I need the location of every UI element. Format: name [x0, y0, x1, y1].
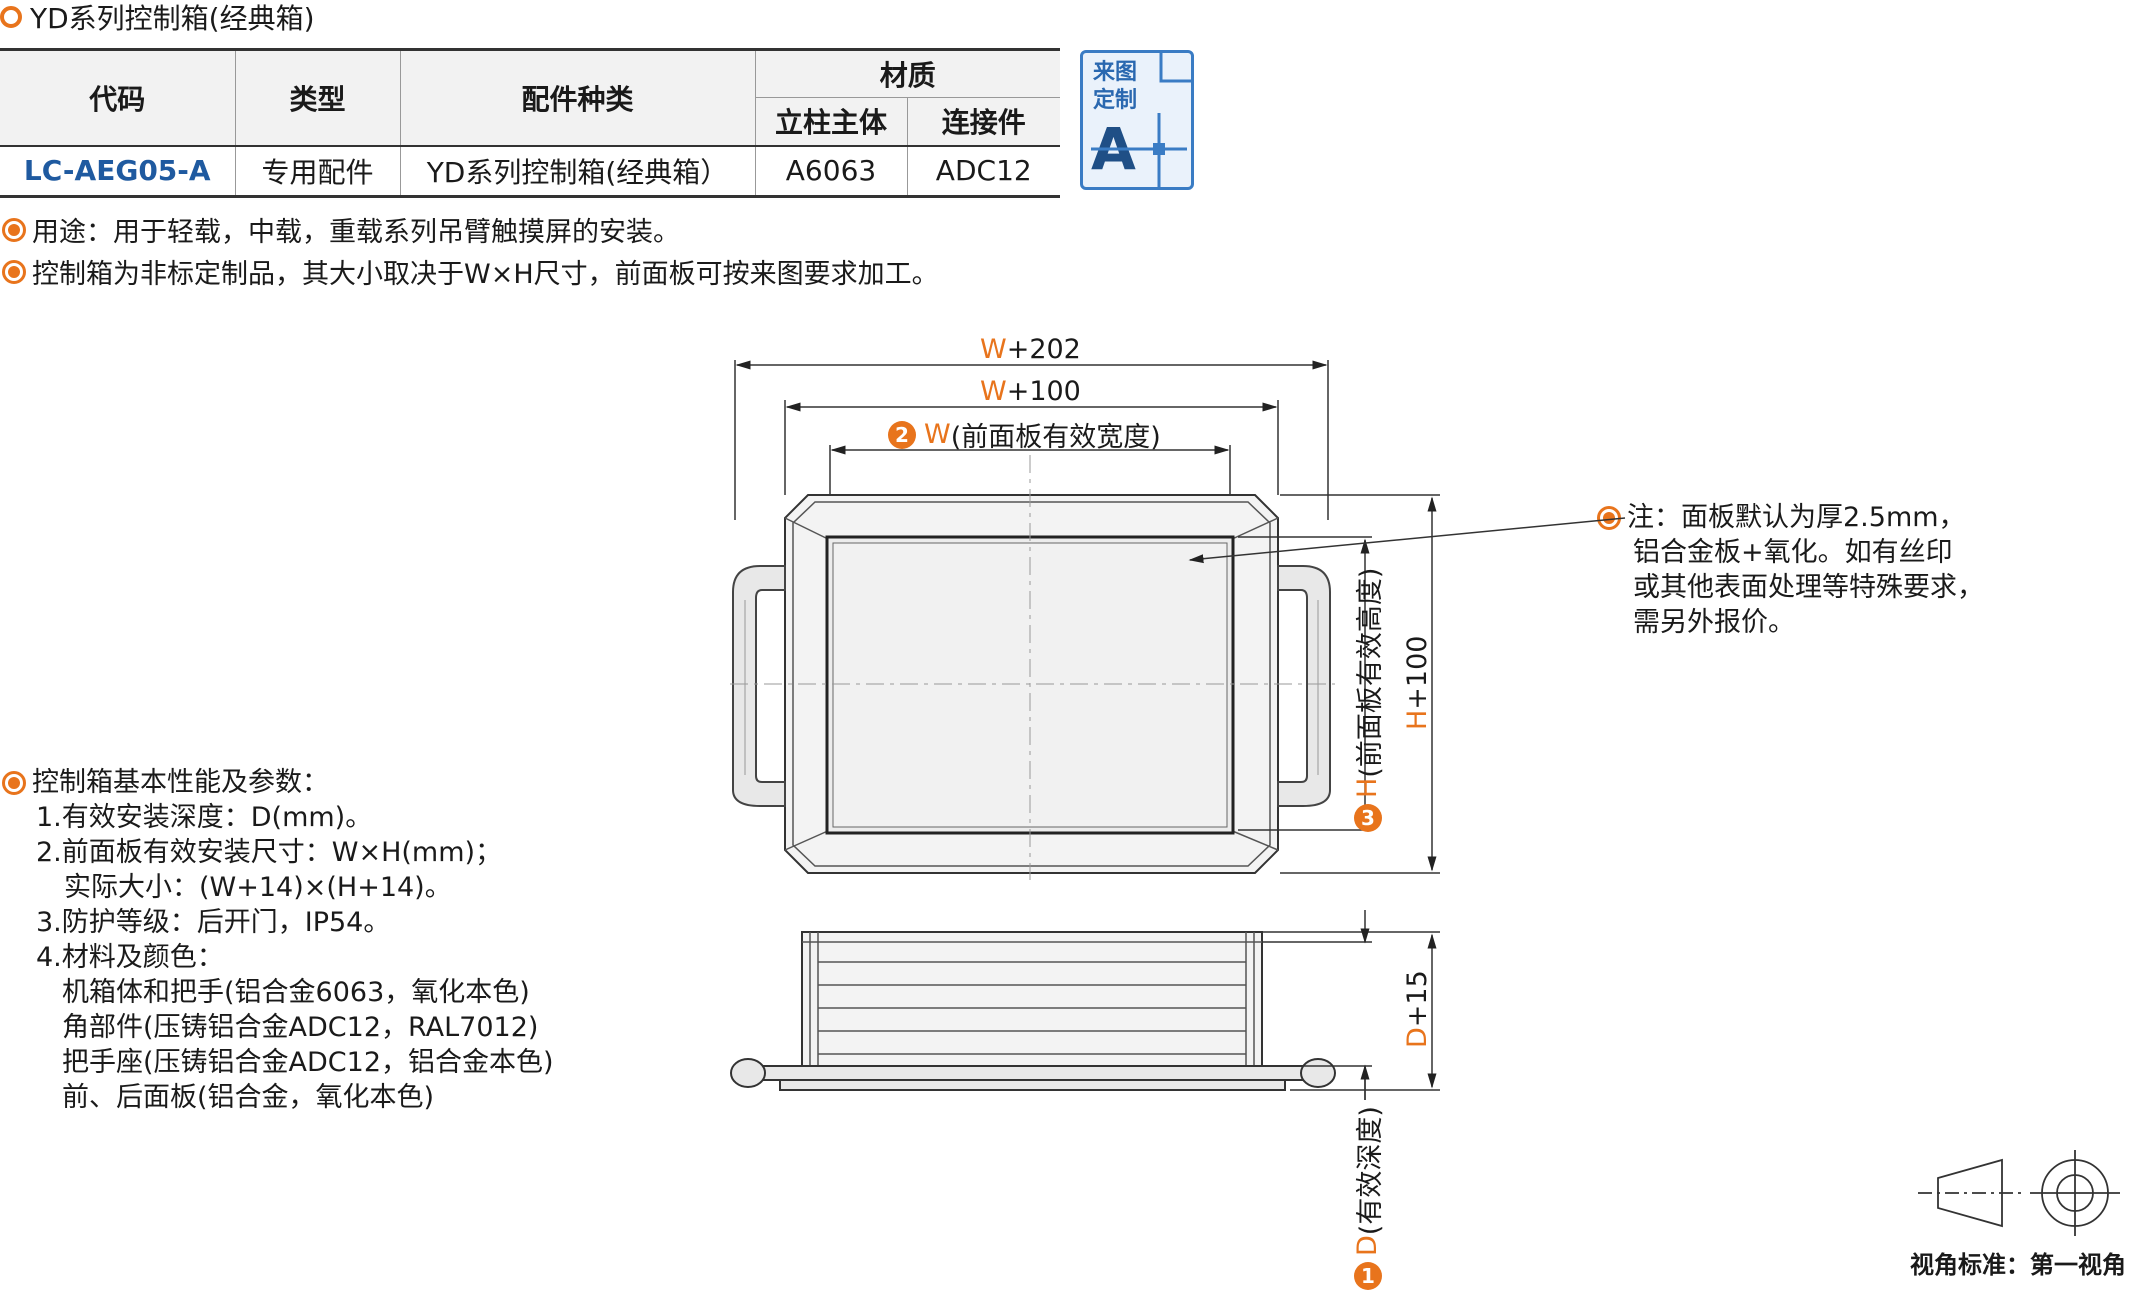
- dim-h100: H+100: [1402, 636, 1433, 730]
- dim-w100-value: +100: [1006, 376, 1081, 407]
- note-line: 需另外报价。: [1633, 607, 1795, 638]
- dim-w-letter: W: [980, 334, 1007, 365]
- param-line: 前、后面板(铝合金，氧化本色): [62, 1082, 435, 1113]
- dim-h-desc: (前面板有效高度): [1355, 567, 1386, 778]
- panel-note: 注：面板默认为厚2.5mm， 铝合金板+氧化。如有丝印 或其他表面处理等特殊要求…: [1597, 500, 1984, 640]
- param-line: 1.有效安装深度：D(mm)。: [36, 802, 373, 833]
- callout-1-icon: 1: [1353, 1262, 1382, 1290]
- header-material-connector: 连接件: [907, 97, 1060, 146]
- header-code: 代码: [0, 48, 236, 146]
- dim-d-desc: (有效深度): [1355, 1106, 1386, 1236]
- params-heading: 控制箱基本性能及参数：: [32, 767, 329, 798]
- dim-w-letter: W: [980, 376, 1007, 407]
- dim-d15-value: +15: [1402, 970, 1433, 1028]
- note-line: 铝合金板+氧化。如有丝印: [1633, 537, 1953, 568]
- custom-note-line: 控制箱为非标定制品，其大小取决于W×H尺寸，前面板可按来图要求加工。: [2, 252, 939, 291]
- spec-table: 代码 类型 配件种类 材质 立柱主体 连接件 LC-AEG05-A 专用配件 Y…: [0, 48, 1060, 198]
- dim-d: 1 D(有效深度): [1348, 1106, 1387, 1290]
- view-standard-label: 视角标准：第一视角: [1910, 1251, 2126, 1279]
- param-line: 机箱体和把手(铝合金6063，氧化本色): [62, 977, 530, 1008]
- cell-material-connector: ADC12: [907, 144, 1060, 198]
- dim-h100-value: +100: [1402, 635, 1433, 710]
- callout-3-icon: 3: [1353, 804, 1382, 832]
- dim-w-letter: W: [924, 419, 951, 450]
- dim-w202-value: +202: [1006, 334, 1081, 365]
- dim-h-letter: H: [1352, 777, 1383, 798]
- dim-w100: W+100: [980, 376, 1081, 407]
- cell-type: 专用配件: [235, 144, 401, 198]
- custom-drawing-badge: 来图 定制 A: [1080, 50, 1194, 190]
- bullet-icon: [2, 259, 26, 284]
- cell-material-post: A6063: [755, 144, 908, 198]
- header-material-post: 立柱主体: [755, 97, 908, 146]
- note-line: 或其他表面处理等特殊要求，: [1633, 572, 1984, 603]
- header-material: 材质: [755, 48, 1060, 98]
- bullet-icon: [1597, 505, 1621, 530]
- params-heading-row: 控制箱基本性能及参数：: [2, 765, 554, 800]
- header-type: 类型: [235, 48, 401, 146]
- dim-h-letter: H: [1402, 709, 1433, 730]
- cell-category: YD系列控制箱(经典箱）: [400, 144, 756, 198]
- header-category: 配件种类: [400, 48, 756, 146]
- custom-note-text: 控制箱为非标定制品，其大小取决于W×H尺寸，前面板可按来图要求加工。: [32, 259, 939, 290]
- badge-line1: 来图: [1093, 60, 1138, 85]
- badge-text: 来图 定制: [1093, 59, 1137, 115]
- title-ring-icon: [0, 6, 22, 28]
- dim-h: 3 H(前面板有效高度): [1348, 568, 1387, 832]
- param-line: 实际大小：(W+14)×(H+14)。: [64, 872, 452, 903]
- section-title: YD系列控制箱(经典箱): [0, 0, 315, 35]
- dim-d-letter: D: [1402, 1027, 1433, 1048]
- first-angle-projection-icon: [1918, 1150, 2120, 1236]
- param-line: 4.材料及颜色：: [36, 942, 224, 973]
- dim-w: 2 W(前面板有效宽度): [888, 415, 1161, 454]
- usage-line: 用途：用于轻载，中载，重载系列吊臂触摸屏的安装。: [2, 210, 680, 249]
- param-line: 2.前面板有效安装尺寸：W×H(mm)；: [36, 837, 503, 868]
- badge-line2: 定制: [1093, 88, 1138, 113]
- dim-d-letter: D: [1352, 1235, 1383, 1256]
- bullet-icon: [2, 217, 26, 242]
- param-line: 3.防护等级：后开门，IP54。: [36, 907, 391, 938]
- dim-d15: D+15: [1402, 970, 1433, 1048]
- params-block: 控制箱基本性能及参数： 1.有效安装深度：D(mm)。 2.前面板有效安装尺寸：…: [0, 765, 554, 1115]
- dim-w202: W+202: [980, 334, 1081, 365]
- bullet-icon: [2, 770, 26, 795]
- param-line: 角部件(压铸铝合金ADC12，RAL7012): [62, 1012, 539, 1043]
- usage-text: 用途：用于轻载，中载，重载系列吊臂触摸屏的安装。: [32, 217, 680, 248]
- cell-code: LC-AEG05-A: [0, 144, 236, 198]
- dim-w-desc: (前面板有效宽度): [950, 422, 1161, 453]
- note-row-first: 注：面板默认为厚2.5mm，: [1597, 500, 1984, 535]
- badge-corner-icon: [1091, 53, 1191, 187]
- param-line: 把手座(压铸铝合金ADC12，铝合金本色): [62, 1047, 554, 1078]
- callout-2-icon: 2: [888, 420, 916, 449]
- section-title-text: YD系列控制箱(经典箱): [30, 2, 315, 35]
- table-row: LC-AEG05-A 专用配件 YD系列控制箱(经典箱） A6063 ADC12: [0, 144, 1060, 198]
- note-line: 注：面板默认为厚2.5mm，: [1627, 502, 1966, 533]
